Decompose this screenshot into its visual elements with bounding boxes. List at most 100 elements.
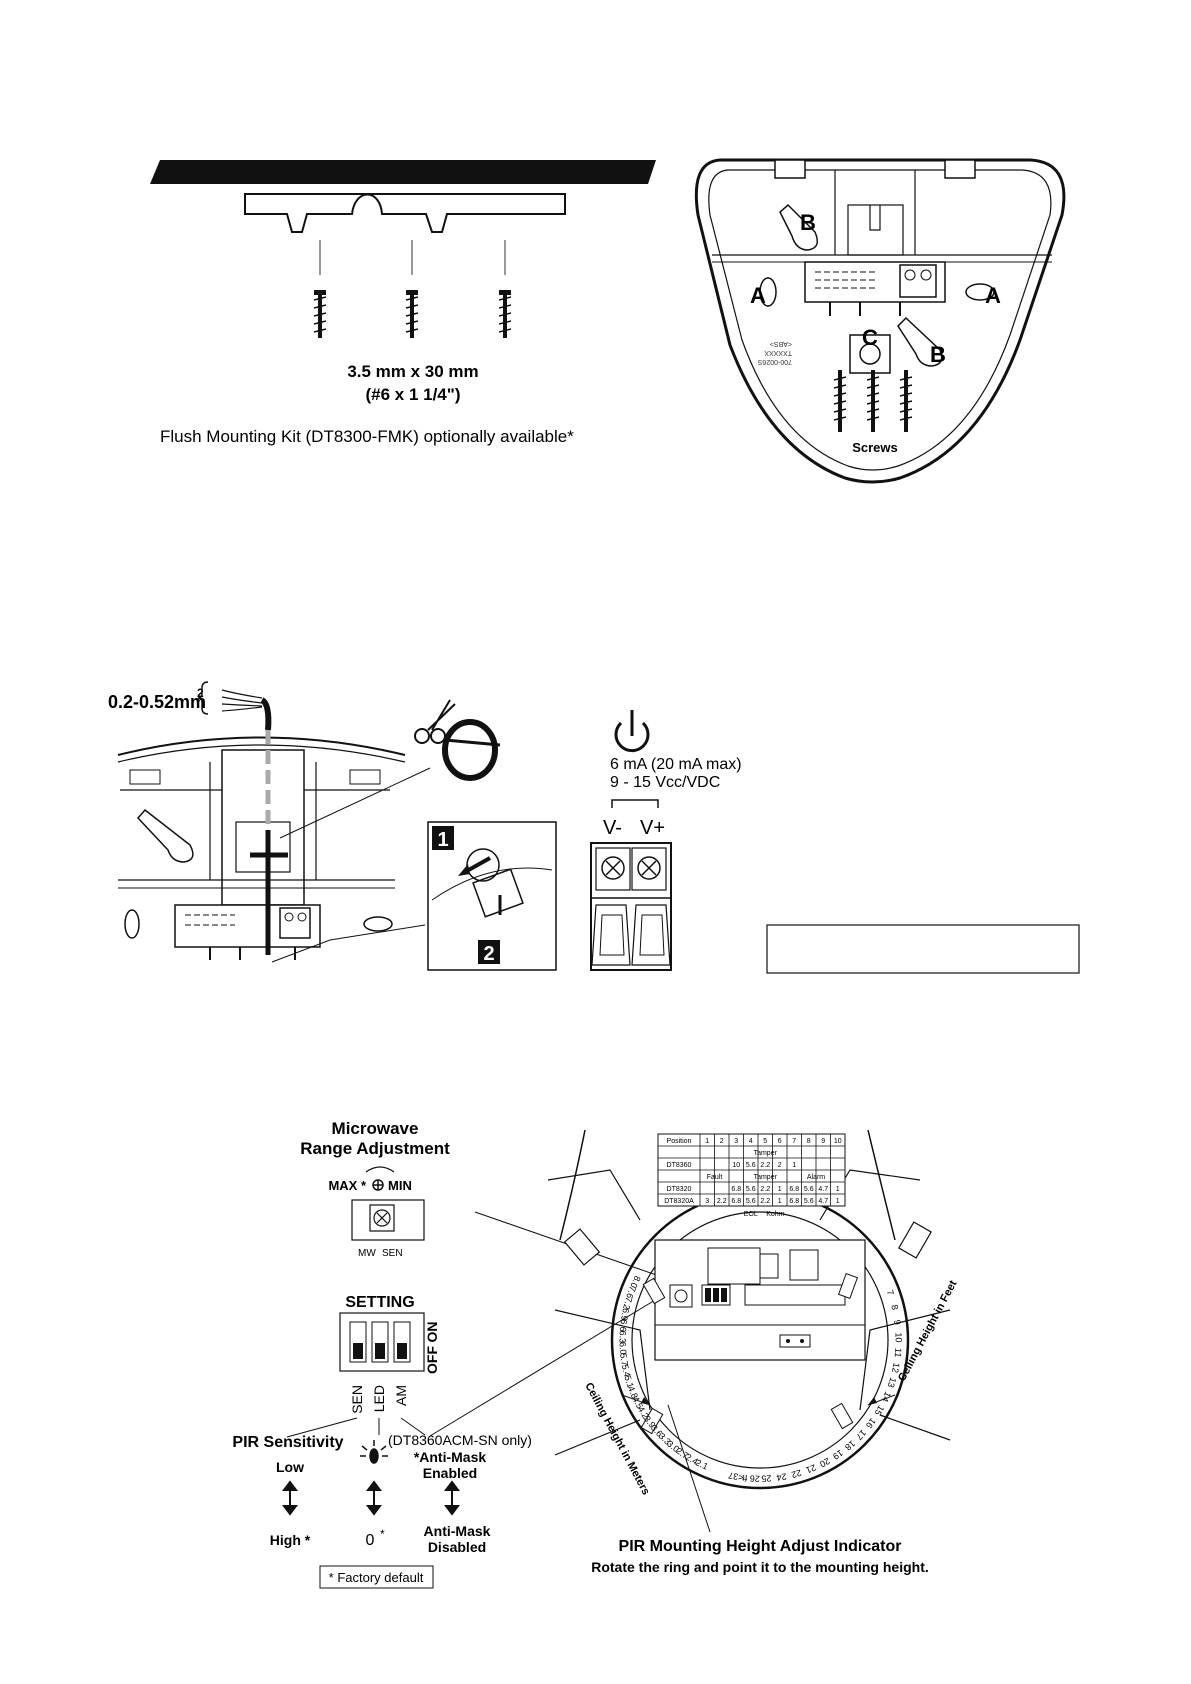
terminal-bracket — [611, 799, 659, 808]
ring-feet-value: 10 — [894, 1332, 904, 1342]
svg-text:700-0026S: 700-0026S — [757, 358, 792, 365]
height-indicator-title: PIR Mounting Height Adjust Indicator — [619, 1538, 902, 1555]
wire-strands-icon — [221, 689, 263, 712]
table-col-header: 1 — [705, 1138, 709, 1145]
ring-feet-value: 18 — [843, 1438, 857, 1452]
table-kohm: Kohm — [766, 1211, 784, 1218]
terminal-vminus: V- — [603, 817, 622, 839]
label-b-upper: B — [800, 210, 816, 235]
ring-feet-value: 8 — [889, 1304, 900, 1311]
adjust-screw-icon — [372, 1179, 384, 1191]
ring-feet-value: 9 — [892, 1319, 903, 1325]
table-group-fault: Fault — [707, 1174, 723, 1181]
label-a-right: A — [985, 283, 1001, 308]
ring-feet-value: <37 — [728, 1470, 745, 1483]
label-c: C — [862, 325, 878, 350]
table-cell: 5.6 — [804, 1198, 814, 1205]
pir-low: Low — [276, 1459, 304, 1475]
table-col-header: 7 — [792, 1138, 796, 1145]
ring-feet-value: 20 — [818, 1456, 832, 1470]
cable — [260, 697, 272, 731]
wire-gauge-superscript: 2 — [197, 686, 204, 700]
table-cell: 1 — [778, 1198, 782, 1205]
table-cell: 2.2 — [717, 1198, 727, 1205]
ring-feet-value: 11 — [893, 1348, 904, 1358]
table-col-header: 4 — [749, 1138, 753, 1145]
ring-feet-value: 7 — [885, 1289, 896, 1297]
table-cell: 5.6 — [746, 1186, 756, 1193]
leader-line — [429, 1284, 681, 1437]
table-eol: EOL — [744, 1211, 758, 1218]
table-cell: 1 — [778, 1186, 782, 1193]
table-group-alarm: Alarm — [807, 1174, 825, 1181]
table-row-name: DT8320A — [664, 1198, 694, 1205]
updown-arrow-icon — [444, 1480, 460, 1516]
step-2-badge — [478, 940, 500, 964]
table-cell: 2 — [778, 1162, 782, 1169]
screw-icon — [405, 290, 419, 338]
table-cell: 2.2 — [760, 1186, 770, 1193]
ring-meter-value: 7.6 — [624, 1285, 638, 1300]
ring-meter-value: 5.1 — [622, 1374, 635, 1389]
connector-removal-inset — [427, 821, 557, 971]
step-1-badge — [432, 826, 454, 850]
figure-settings: Microwave Range Adjustment MAX * MIN MW … — [232, 1119, 960, 1589]
updown-arrow-icon — [366, 1480, 382, 1516]
ring-meter-value: 6.9 — [619, 1307, 631, 1321]
switch-am-label: AM — [393, 1385, 409, 1406]
detector-board — [547, 1129, 951, 1490]
table-cell: 4.7 — [818, 1198, 828, 1205]
anti-mask-enabled-2: Enabled — [423, 1465, 477, 1481]
mw-label: MW — [358, 1248, 376, 1259]
svg-text:<ABS>: <ABS> — [770, 340, 792, 347]
sen-small-label: SEN — [382, 1248, 403, 1259]
table-cell: 5.6 — [804, 1186, 814, 1193]
power-icon — [614, 710, 650, 753]
ring-feet-value: 22 — [790, 1468, 802, 1480]
ring-feet-value: 21 — [804, 1462, 817, 1475]
table-cell: 10 — [732, 1162, 740, 1169]
label-a-left: A — [750, 283, 766, 308]
wire-gauge: 0.2-0.52mm — [108, 692, 206, 712]
ring-feet-value: 16 — [864, 1416, 878, 1430]
height-indicator-subtitle: Rotate the ring and point it to the moun… — [591, 1559, 929, 1575]
ring-feet-value: 19 — [831, 1448, 845, 1462]
table-cell: 6.8 — [789, 1198, 799, 1205]
ring-meter-value: 6.0 — [618, 1342, 629, 1355]
pir-sensitivity: PIR Sensitivity — [232, 1434, 343, 1451]
step-2-label: 2 — [483, 943, 494, 965]
table-cell: 6.8 — [789, 1186, 799, 1193]
ring-meter-value: 4.8 — [626, 1385, 640, 1400]
table-col-header: 2 — [720, 1138, 724, 1145]
table-cell: 4.7 — [818, 1186, 828, 1193]
wiring-housing — [117, 730, 431, 963]
switch-off-label: OFF — [424, 1346, 440, 1374]
svg-text:TXXXXX: TXXXXX — [764, 349, 792, 356]
table-group-tamper: Tamper — [754, 1150, 778, 1157]
switch-sen-label: SEN — [349, 1385, 365, 1414]
table-cell: 5.6 — [746, 1162, 756, 1169]
ring-meter-value: 5.4 — [620, 1363, 633, 1377]
table-col-header: 8 — [807, 1138, 811, 1145]
screw-size-inch: (#6 x 1 1/4") — [365, 385, 460, 404]
table-cell: 3 — [705, 1198, 709, 1205]
setting-title: SETTING — [345, 1294, 414, 1311]
mw-min-label: MIN — [388, 1178, 412, 1193]
table-group-tamper: Tamper — [754, 1174, 778, 1181]
anti-mask-enabled-1: *Anti-Mask — [414, 1449, 487, 1465]
terminal-vplus: V+ — [640, 817, 665, 839]
table-col-header: 3 — [734, 1138, 738, 1145]
led-icon — [360, 1440, 388, 1464]
flush-kit-note: Flush Mounting Kit (DT8300-FMK) optional… — [160, 427, 574, 446]
switch-on-label: ON — [424, 1322, 440, 1343]
ring-feet-value: 14 — [880, 1390, 893, 1403]
ceiling-height-feet: Ceiling Height in Feet — [896, 1278, 960, 1383]
switch-led-label: LED — [371, 1385, 387, 1412]
screw-icon — [498, 290, 512, 338]
led-off-star: * — [380, 1527, 385, 1541]
table-cell: 1 — [792, 1162, 796, 1169]
figure-mounting: 3.5 mm x 30 mm (#6 x 1 1/4") Flush Mount… — [150, 158, 1066, 484]
anti-mask-model: (DT8360ACM-SN only) — [388, 1432, 532, 1448]
